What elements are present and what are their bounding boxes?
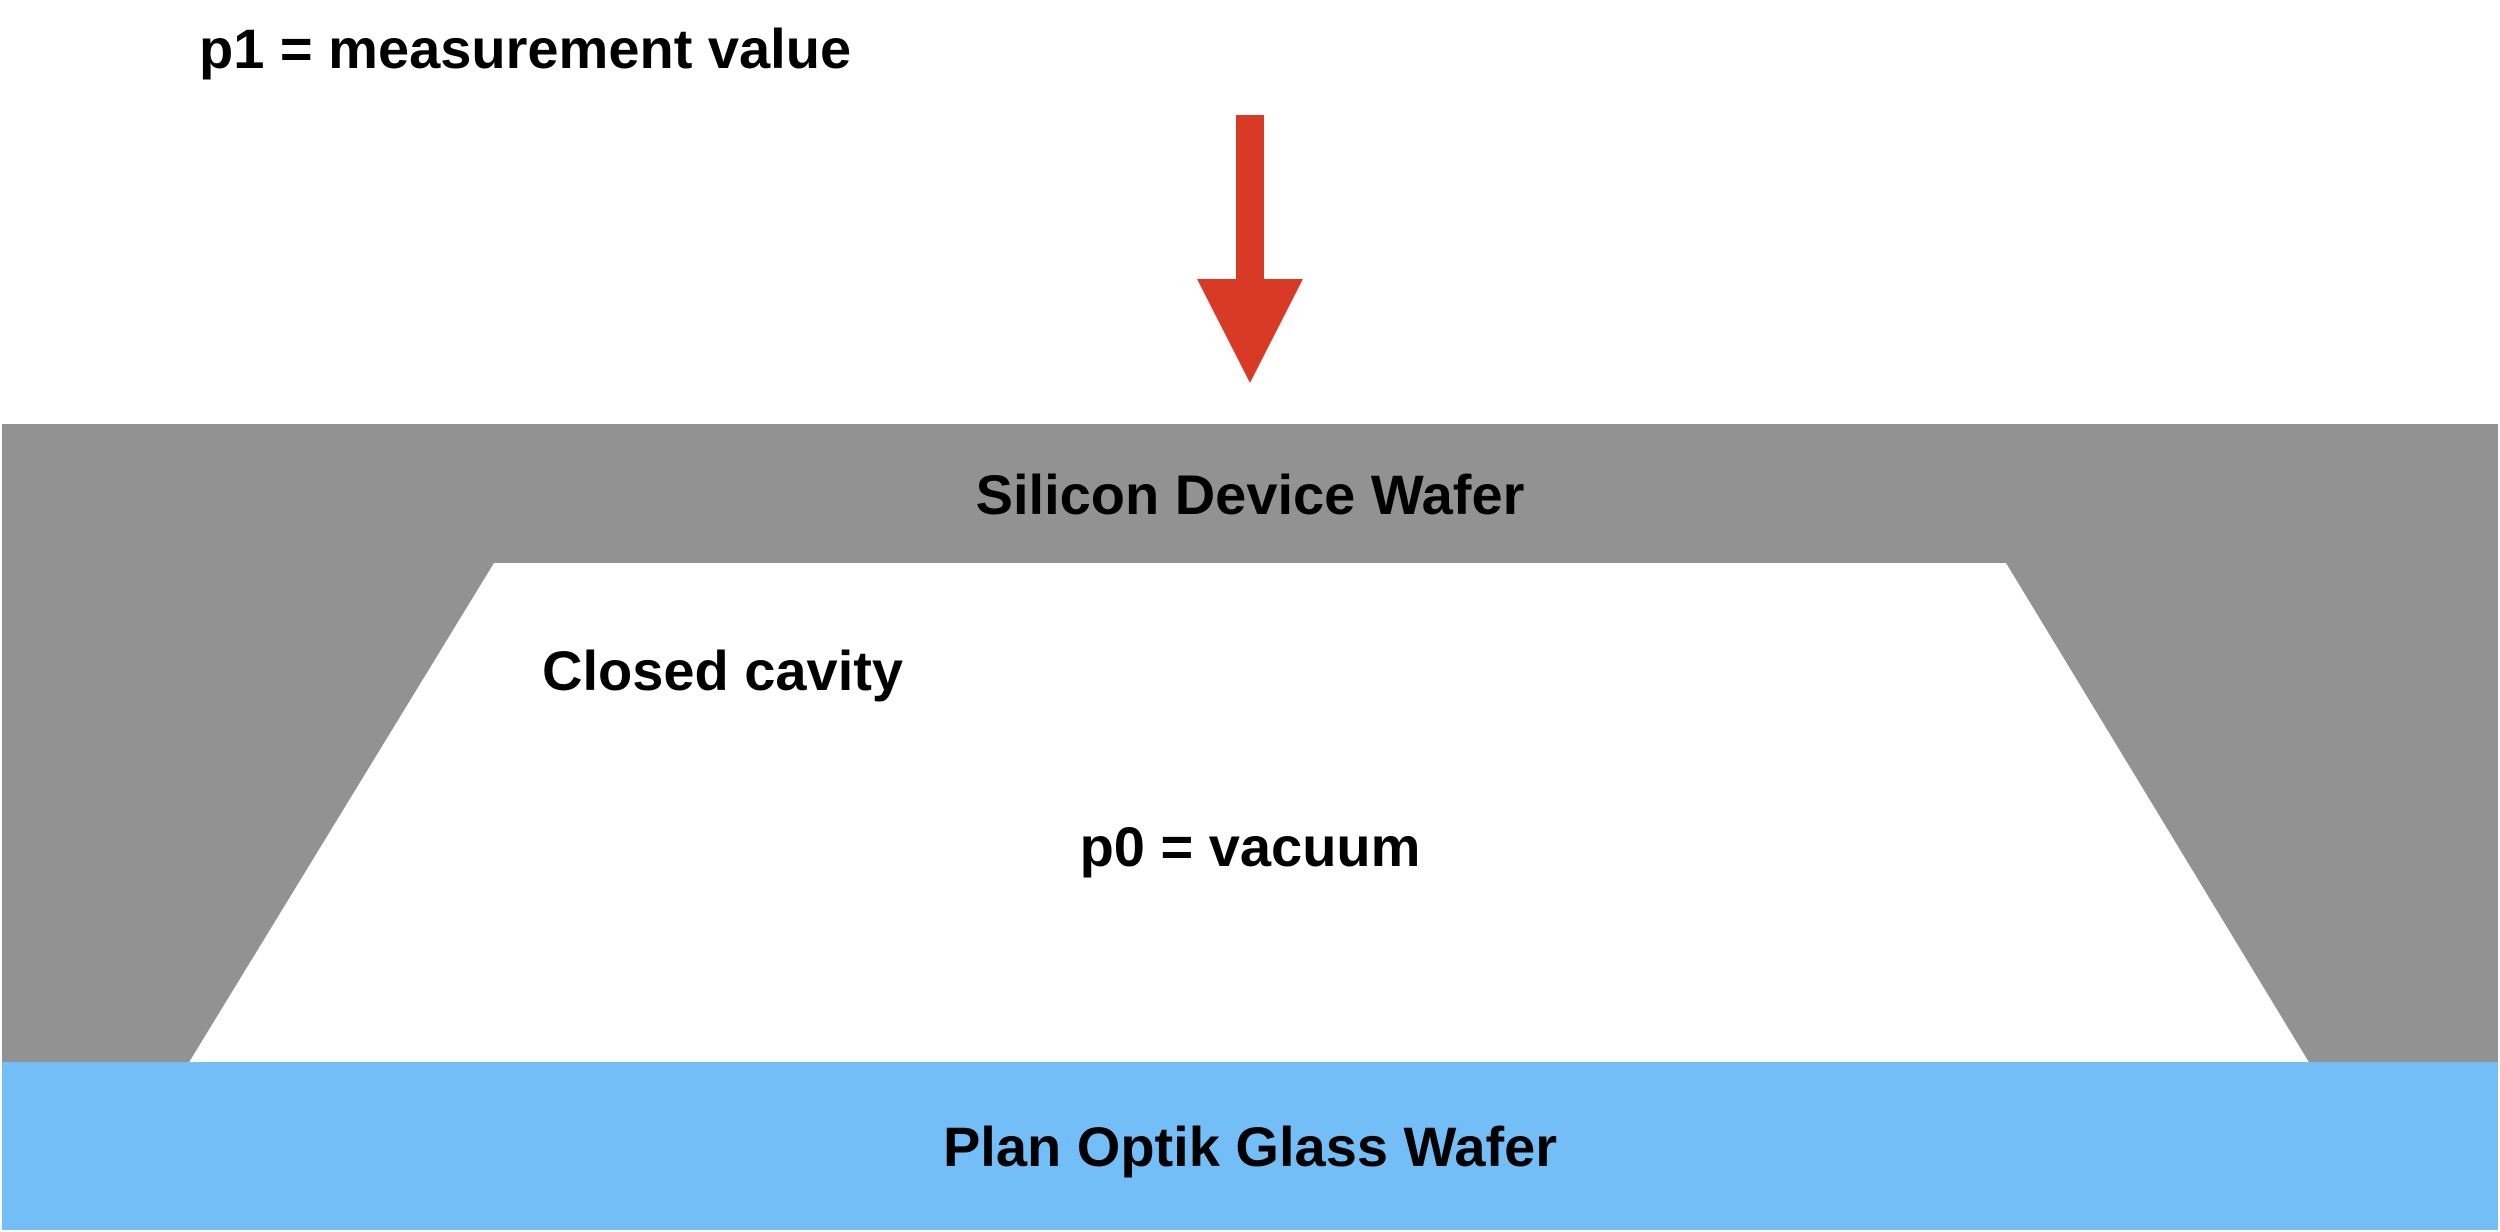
label-pressure-inside: p0 = vacuum xyxy=(1080,815,1421,878)
label-glass-wafer: Plan Optik Glass Wafer xyxy=(943,1115,1557,1178)
closed-cavity xyxy=(188,563,2310,1064)
label-cavity: Closed cavity xyxy=(542,639,903,702)
label-device-wafer: Silicon Device Wafer xyxy=(976,463,1525,526)
pressure-arrow-icon xyxy=(1197,115,1303,383)
glass-wafer xyxy=(2,1062,2498,1230)
label-pressure-outside: p1 = measurement value xyxy=(199,17,851,80)
